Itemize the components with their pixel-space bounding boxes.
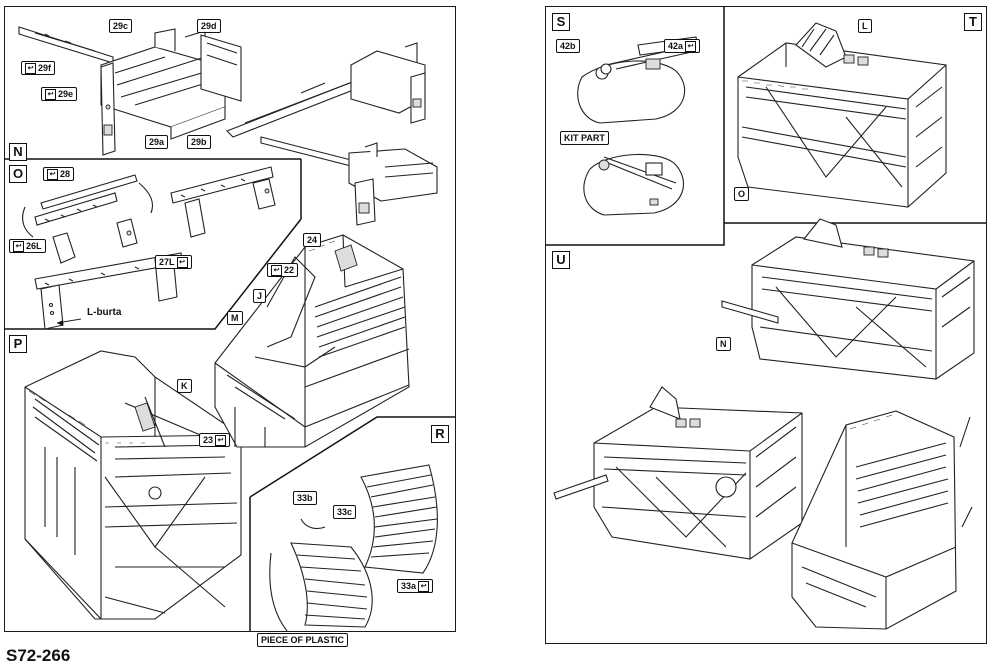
note-l-burta: L-burta [87,307,122,318]
divider-r [249,416,455,498]
note-piece-of-plastic: PIECE OF PLASTIC [257,633,349,647]
drawing-step-p [24,350,242,620]
part-tag-29b: 29b [187,135,211,149]
flip-part-icon: ↩ [47,169,58,180]
flip-part-icon: ↩ [215,435,227,446]
part-tag-k: K [177,379,192,393]
step-badge-p: P [9,335,27,353]
flip-part-icon: ↩ [45,89,56,100]
part-tag-23: 23↩ [199,433,231,447]
instruction-page-right: S T U 42b 42a↩ KIT PART L O N [545,6,987,644]
part-tag-29a: 29a [145,135,169,149]
drawing-step-s [577,36,699,216]
drawing-step-n [18,26,438,226]
part-tag-42b: 42b [556,39,580,53]
part-tag-l: L [858,19,872,33]
part-tag-26l: ↩26L [9,239,46,253]
part-tag-27l: 27L↩ [155,255,192,269]
right-page-drawings [546,7,986,630]
part-tag-29f-label: 29f [38,63,52,73]
part-tag-33b: 33b [293,491,317,505]
drawing-step-t [737,22,947,208]
drawing-step-u [553,218,975,630]
part-tag-m: M [227,311,243,325]
note-kit-part: KIT PART [560,131,609,145]
part-tag-33a: 33a↩ [397,579,434,593]
flip-part-icon: ↩ [418,581,430,592]
divider-s [546,7,725,246]
part-tag-29e-label: 29e [58,89,74,99]
part-tag-23-label: 23 [203,435,214,445]
part-tag-29c: 29c [109,19,133,33]
flip-part-icon: ↩ [25,63,36,74]
step-badge-r: R [431,425,449,443]
part-tag-29e: ↩29e [41,87,78,101]
flip-part-icon: ↩ [271,265,282,276]
flip-part-icon: ↩ [685,41,697,52]
step-badge-o: O [9,165,27,183]
step-badge-t: T [964,13,982,31]
part-tag-24: 24 [303,233,322,247]
part-tag-26l-label: 26L [26,241,42,251]
part-tag-j: J [253,289,267,303]
drawing-step-o-frame [214,234,410,448]
drawing-step-o [22,166,276,330]
left-page-drawings [5,26,455,631]
drawing-step-r [269,464,438,631]
part-tag-27l-label: 27L [159,257,175,267]
instruction-page-left: N O P R 29c 29d ↩29f ↩29e 29a 29b ↩28 ↩2… [4,6,456,647]
part-tag-n: N [716,337,731,351]
flip-part-icon: ↩ [13,241,24,252]
step-badge-n: N [9,143,27,161]
part-tag-29f: ↩29f [21,61,56,75]
step-badge-s: S [552,13,570,31]
divider-o-p [5,218,302,330]
part-tag-22: ↩22 [267,263,299,277]
part-tag-42a: 42a↩ [664,39,701,53]
part-tag-33a-label: 33a [401,581,417,591]
part-tag-42a-label: 42a [668,41,684,51]
part-tag-o: O [734,187,750,201]
flip-part-icon: ↩ [176,257,188,268]
step-badge-u: U [552,251,570,269]
part-tag-28: ↩28 [43,167,75,181]
part-tag-33c: 33c [333,505,357,519]
document-code: S72-266 [6,646,71,665]
part-tag-29d: 29d [197,19,221,33]
part-tag-28-label: 28 [60,169,71,179]
part-tag-22-label: 22 [284,265,295,275]
